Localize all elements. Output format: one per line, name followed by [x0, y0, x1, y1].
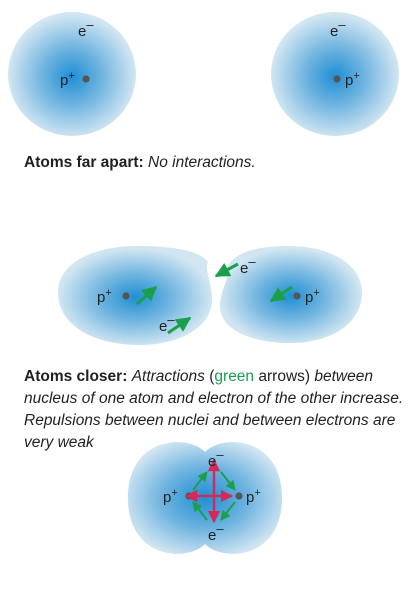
nucleus-dot	[122, 292, 129, 299]
caption-text: No interactions.	[148, 154, 256, 171]
caption-green-word: green	[214, 368, 254, 385]
nucleus-dot	[185, 492, 192, 499]
panel2-right-atom: p+ e–	[220, 246, 362, 343]
panel3-molecule: e– e– p+ p+	[128, 442, 282, 554]
panel1-caption: Atoms far apart: No interactions.	[24, 152, 364, 174]
caption-text: arrows)	[258, 368, 310, 385]
nucleus-dot	[293, 292, 300, 299]
nucleus-dot	[235, 492, 242, 499]
electron-cloud	[58, 246, 212, 345]
caption-heading: Atoms far apart:	[24, 154, 144, 171]
caption-heading: Atoms closer:	[24, 368, 127, 385]
nucleus-dot	[82, 75, 89, 82]
caption-text: Attractions	[132, 368, 205, 385]
panel1-left-atom: p+ e–	[8, 12, 136, 136]
nucleus-dot	[333, 75, 340, 82]
panel1-right-atom: p+ e–	[271, 12, 399, 136]
panel2-caption: Atoms closer: Attractions (green arrows)…	[24, 366, 404, 454]
panel2-left-atom: p+ e–	[58, 246, 212, 345]
